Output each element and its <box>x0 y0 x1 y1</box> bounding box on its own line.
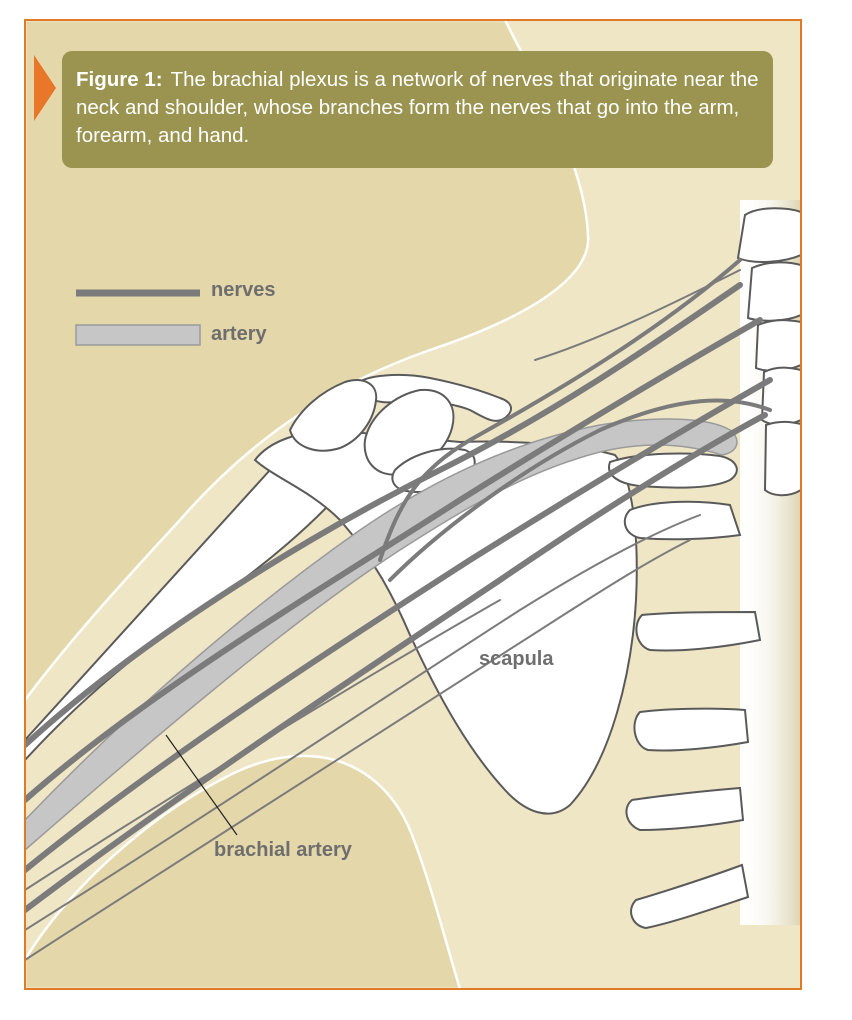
ribs <box>623 500 762 930</box>
figure-caption: Figure 1:The brachial plexus is a networ… <box>62 51 773 168</box>
legend-artery-swatch <box>75 324 201 346</box>
clavicle-end-bone <box>288 379 378 452</box>
brachial-artery-shape <box>25 418 738 851</box>
nerve-6 <box>388 398 772 582</box>
pointer-tab <box>34 55 56 121</box>
rib-2 <box>635 610 762 652</box>
nerve-5 <box>378 258 742 562</box>
scapula-label: scapula <box>479 648 554 670</box>
legend-nerves-label: nerves <box>211 279 276 301</box>
rib-3 <box>633 707 750 752</box>
nerves <box>25 258 773 961</box>
vertebra-5 <box>763 420 801 497</box>
nerve-thin-1 <box>534 269 741 361</box>
nerve-2 <box>25 317 763 803</box>
nerve-thin-4 <box>25 599 501 891</box>
nerve-thin-3 <box>25 539 691 961</box>
nerve-thin-2 <box>25 514 701 931</box>
figure-label: Figure 1: <box>76 68 163 91</box>
legend-artery-label: artery <box>211 323 267 345</box>
figure-caption-text: The brachial plexus is a network of nerv… <box>76 68 759 147</box>
vertebra-2 <box>746 261 801 322</box>
rib-4 <box>625 786 745 832</box>
frame-border <box>24 19 802 990</box>
vertebra-4 <box>760 366 801 426</box>
torso-region <box>25 754 462 989</box>
vertebra-1 <box>736 207 801 263</box>
brachial-artery-leader <box>165 734 238 836</box>
rib-5 <box>630 863 750 930</box>
rib-1 <box>623 500 742 541</box>
brachial-artery-label: brachial artery <box>214 839 352 861</box>
nerve-3 <box>25 377 773 873</box>
vertebra-3 <box>754 319 801 372</box>
nerve-4 <box>25 412 768 913</box>
